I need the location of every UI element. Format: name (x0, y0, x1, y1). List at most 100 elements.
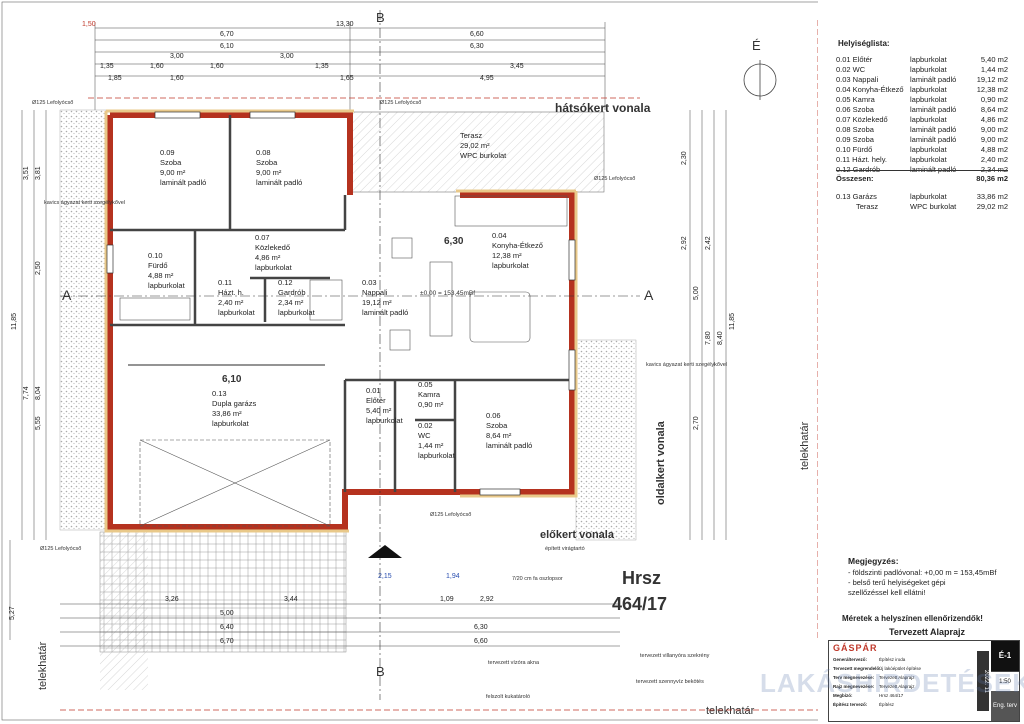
room-list-floor: lapburkolat (910, 155, 947, 164)
room-0-09-name: Szoba (160, 158, 182, 167)
room-0-13-floor: lapburkolat (212, 419, 250, 428)
extra-floor: WPC burkolat (910, 202, 957, 211)
room-0-12-name: Gardrób (278, 288, 306, 297)
room-list-floor: laminált padló (910, 125, 957, 134)
top-dimension-lines (94, 22, 606, 110)
dim-right-4: 7,80 (705, 331, 712, 345)
watermark: LAKÁSHIRDETÉSEK.HU (760, 668, 1024, 698)
dim-bottom-9: 6,70 (220, 638, 234, 645)
boundary-label-left: telekhatár (37, 641, 49, 690)
windows (106, 111, 576, 496)
dim-top-seg-5: 1,85 (108, 75, 122, 82)
dim-top-seg-1: 1,35 (100, 63, 114, 70)
room-0-11-name: Házt. h. (218, 288, 244, 297)
water-meter-note: tervezett vízóra akna (488, 660, 540, 666)
room-list-area: 1,44 m2 (980, 65, 1008, 74)
notes-title: Megjegyzés: (848, 556, 899, 566)
dim-top-seg-2: 1,60 (150, 63, 164, 70)
tb-row: Építész tervező:Építész (833, 702, 983, 711)
north-letter-top: É (752, 38, 761, 53)
room-0-04-id: 0.04 (492, 231, 507, 240)
dim-top-left: 6,70 (220, 31, 234, 38)
dim-bottom-4: 1,09 (440, 596, 454, 603)
room-list-id: 0.07 Közlekedő (836, 115, 888, 124)
room-list-area: 5,40 m2 (980, 55, 1008, 64)
room-0-04-floor: lapburkolat (492, 261, 530, 270)
section-line-a: A A (60, 287, 654, 303)
room-list-area: 4,86 m2 (980, 115, 1008, 124)
interior-walls (110, 115, 572, 492)
boundary-label-right: telekhatár (799, 421, 811, 470)
back-garden-label: hátsókert vonala (555, 101, 651, 115)
tb-value: Építész iroda (879, 657, 906, 662)
boundary-label-bottom: telekhatár (706, 705, 755, 717)
dim-right-1: 2,30 (681, 151, 688, 165)
room-0-02-id: 0.02 (418, 421, 433, 430)
room-list-area: 2,40 m2 (980, 155, 1008, 164)
tb-row: Rajz megnevezése:Tervezett Alaprajz (833, 684, 983, 693)
floor-plan-drawing: 1,50 6,70 13,30 6,60 6,10 6,30 3,00 3,00… (1, 1, 818, 721)
dim-left-7: 5,55 (35, 416, 42, 430)
dim-top-room-a: 3,00 (170, 53, 184, 60)
room-0-03-floor: laminált padló (362, 308, 408, 317)
front-garden-label: előkert vonala (540, 529, 615, 541)
dim-bottom-2: 3,44 (284, 596, 298, 603)
room-0-12-floor: lapburkolat (278, 308, 316, 317)
entrance-arrow-icon (368, 545, 402, 558)
insulation-layer (104, 109, 578, 533)
room-list-floor: lapburkolat (910, 55, 947, 64)
room-list-area: 9,00 m2 (980, 135, 1008, 144)
room-0-01-area: 5,40 m² (366, 406, 392, 415)
room-list-title: Helyiséglista: (838, 39, 890, 48)
room-0-09-area: 9,00 m² (160, 168, 186, 177)
right-dimension-lines (689, 110, 727, 540)
flowerbed-note: épített virágtartó (545, 546, 585, 552)
electric-box-note: tervezett villanyóra szekrény (640, 653, 710, 659)
dim-bottom-1: 3,26 (165, 596, 179, 603)
left-dimension-lines (9, 110, 47, 640)
gravel-bed-right (575, 339, 637, 541)
tb-key: Generáltervező: (833, 657, 868, 662)
room-0-07-floor: lapburkolat (255, 263, 293, 272)
room-list-area: 12,38 m2 (976, 85, 1008, 94)
dim-right-7: 2,70 (693, 416, 700, 430)
note-line: - belső terű helyiségeket gépi (848, 578, 946, 587)
room-list-floor: laminált padló (910, 105, 957, 114)
room-list-floor: laminált padló (910, 165, 957, 174)
room-0-03-area: 19,12 m² (362, 298, 392, 307)
room-0-02-area: 1,44 m² (418, 441, 444, 450)
dim-bottom-3: 2,92 (480, 596, 494, 603)
sheet-code: É-1 (991, 641, 1019, 671)
room-list-id: 0.10 Fürdő (836, 145, 873, 154)
tb-row: Terv megnevezése:Tervezett Alaprajz (833, 675, 983, 684)
width-label-lower: 6,10 (222, 374, 242, 385)
dim-top-room-b: 3,00 (280, 53, 294, 60)
room-list-sum: Összesen:80,36 m2 (836, 174, 1008, 184)
room-list-floor: lapburkolat (910, 65, 947, 74)
room-0-08-name: Szoba (256, 158, 278, 167)
room-0-11-area: 2,40 m² (218, 298, 244, 307)
terrace-area-label: 29,02 m² (460, 141, 490, 150)
dim-bottom-8: 6,60 (474, 638, 488, 645)
room-0-06-name: Szoba (486, 421, 508, 430)
drawing-title: Tervezett Alaprajz (889, 627, 966, 637)
measure-warning: Méretek a helyszínen ellenőrizendők! (842, 614, 983, 623)
side-garden-label: oldalkert vonala (655, 420, 667, 505)
extra-id: 0.13 Garázs (836, 192, 877, 201)
tb-value: Hrsz 464/17 (879, 693, 904, 698)
dim-right-5: 8,40 (717, 331, 724, 345)
tb-value: Tervezett Alaprajz (879, 675, 915, 680)
bottom-dimension-lines (60, 603, 620, 647)
tb-value: Tervezett Alaprajz (879, 684, 915, 689)
tb-value: Építész (879, 702, 895, 707)
plot-number: 464/17 (612, 594, 667, 614)
dim-bottom-5: 5,00 (220, 610, 234, 617)
room-list-floor: lapburkolat (910, 145, 947, 154)
dim-left-6: 8,04 (35, 386, 42, 400)
